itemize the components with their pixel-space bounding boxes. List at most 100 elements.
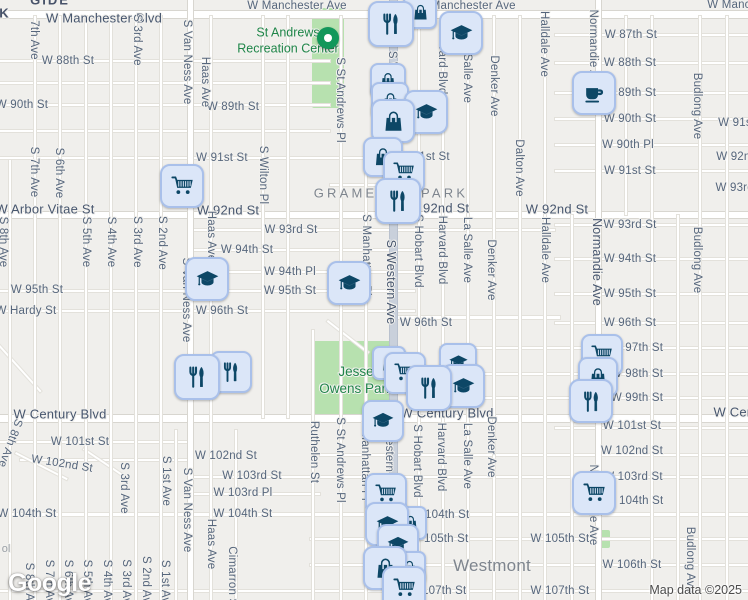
grocery-store-marker[interactable]: [382, 566, 426, 600]
shopping-cart-icon: [392, 578, 415, 596]
shopping-cart-icon: [170, 176, 193, 194]
street-label: W 96th St: [195, 305, 249, 317]
street-label: S 2nd Ave: [140, 555, 152, 600]
street-label: W 103rd Pl: [213, 487, 273, 499]
road: [262, 16, 264, 418]
road: [34, 16, 36, 600]
park-label-line: Jesse: [338, 364, 374, 380]
road: [85, 16, 87, 600]
street-label: W Century Blvd: [13, 406, 107, 422]
street-label: W Century Blvd: [713, 404, 748, 420]
restaurant-marker[interactable]: [174, 354, 220, 400]
street-label: W 97th St: [610, 342, 664, 354]
street-label: W 95th St: [603, 288, 657, 300]
cafe-marker[interactable]: [572, 71, 616, 115]
restaurant-icon: [189, 366, 204, 388]
road: [390, 315, 560, 319]
road: [0, 310, 415, 312]
street-label: S 8th Ave: [0, 417, 25, 469]
street-label: Cimarron St: [226, 546, 238, 600]
school-marker[interactable]: [362, 400, 404, 442]
restaurant-marker[interactable]: [375, 178, 421, 224]
street-label: W 104th St: [0, 508, 57, 520]
restaurant-marker[interactable]: [406, 365, 452, 411]
street-label: S 5th Ave: [80, 216, 92, 268]
street-label: S 3rd Ave: [131, 216, 143, 268]
street-label: W 96th St: [603, 317, 657, 329]
park-label-line: Recreation Center: [237, 41, 339, 55]
grocery-store-marker[interactable]: [160, 164, 204, 208]
road: [418, 16, 420, 600]
street-label: W 90th St: [0, 99, 49, 111]
street-label: Denker Ave: [485, 239, 497, 301]
street-label: W 95th St: [10, 284, 64, 296]
street-label: S 6th Ave: [53, 147, 65, 199]
street-label: S 8th Ave: [23, 562, 35, 600]
street-label: Halldale Ave: [539, 216, 551, 284]
street-label: W 92nd St: [525, 201, 589, 217]
street-label: W 94th St: [603, 253, 657, 265]
graduation-cap-icon: [338, 274, 360, 289]
street-label: W 101st St: [50, 436, 110, 448]
street-label: W 92nd St: [196, 202, 260, 218]
street-label: S 6th Ave: [62, 559, 74, 600]
street-label: W 92nd St: [406, 200, 470, 216]
restaurant-marker[interactable]: [569, 379, 613, 423]
street-label: W 103rd St: [222, 470, 282, 482]
road: [0, 104, 330, 106]
street-label: W 91st St: [718, 117, 748, 129]
road: [493, 16, 495, 600]
restaurant-icon: [383, 13, 398, 35]
park-location-pin[interactable]: [317, 27, 339, 49]
street-label: La Salle Ave: [461, 422, 473, 490]
street-label: W 93rd St: [264, 224, 318, 236]
school-marker[interactable]: [327, 261, 371, 305]
road: [320, 454, 748, 456]
street-label: S 4th Ave: [105, 216, 117, 268]
road: [0, 60, 330, 62]
restaurant-icon: [421, 377, 436, 399]
area-label: ol: [1, 543, 11, 555]
road: [519, 16, 521, 600]
road: [677, 215, 679, 600]
street-label: W Manchester Ave: [247, 0, 347, 12]
street-label: W 95th St: [263, 285, 317, 297]
google-logo[interactable]: Google: [8, 569, 92, 597]
street-label: W Manchester Blvd: [45, 10, 163, 26]
road: [442, 16, 444, 600]
restaurant-icon: [223, 362, 238, 382]
road: [175, 430, 177, 600]
road: [190, 493, 320, 495]
graduation-cap-icon: [196, 270, 218, 285]
street-label: W 93rd St: [603, 219, 657, 231]
street-label: W 92nd St: [716, 151, 748, 163]
road: [0, 130, 330, 132]
street-label: W 98th St: [610, 368, 664, 380]
street-label: S Western Ave: [384, 239, 398, 325]
park-label-line: St Andrews: [256, 25, 320, 40]
restaurant-marker[interactable]: [368, 1, 414, 47]
street-label: W 88th St: [41, 55, 95, 67]
street-label: S 4th Ave: [101, 559, 113, 600]
grocery-store-marker[interactable]: [572, 471, 616, 515]
street-label: S Wilton Pl: [257, 145, 269, 205]
street-label: W 94th St: [220, 244, 274, 256]
street-label: Denker Ave: [485, 416, 497, 478]
school-marker[interactable]: [439, 11, 483, 55]
street-label: Harvard Blvd: [436, 215, 448, 285]
street-label: Budlong Ave: [691, 226, 703, 294]
street-label: S 3rd Ave: [131, 14, 143, 66]
street-label: W 102nd St: [600, 445, 664, 457]
street-label: S 2nd Ave: [156, 215, 168, 271]
street-label: Haas Ave: [205, 518, 217, 570]
park-label-line: Owens Park: [319, 381, 393, 396]
school-marker[interactable]: [185, 257, 229, 301]
street-label: S 1st Ave: [160, 455, 172, 507]
street-label: S 8th Ave: [0, 216, 9, 268]
graduation-cap-icon: [450, 24, 472, 39]
road: [0, 157, 415, 159]
shopping-bag-icon: [384, 111, 402, 131]
coffee-cup-icon: [584, 87, 603, 102]
